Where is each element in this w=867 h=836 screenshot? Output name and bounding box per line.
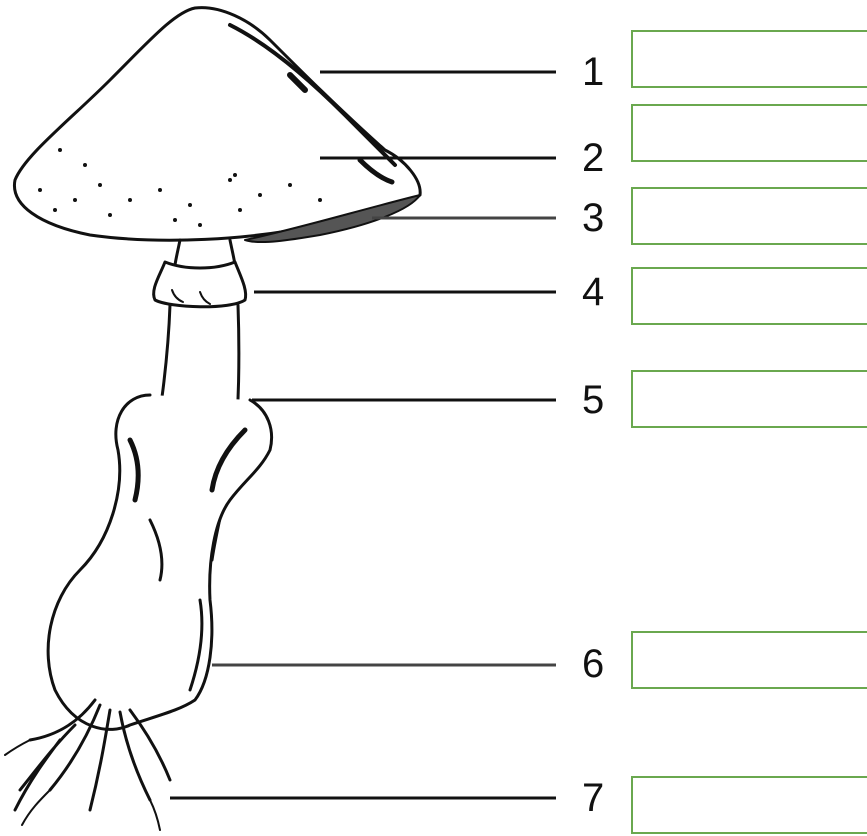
- answer-box-6[interactable]: [631, 631, 867, 689]
- answer-box-4[interactable]: [631, 267, 867, 325]
- label-number-1: 1: [582, 52, 604, 92]
- mushroom-illustration: [5, 8, 420, 830]
- answer-box-5[interactable]: [631, 370, 867, 428]
- label-number-3: 3: [582, 198, 604, 238]
- label-number-5: 5: [582, 380, 604, 420]
- cap-shape: [14, 8, 420, 241]
- answer-box-7[interactable]: [631, 776, 867, 834]
- stem-upper: [175, 240, 235, 265]
- label-number-6: 6: [582, 644, 604, 684]
- answer-box-1[interactable]: [631, 30, 867, 88]
- label-number-4: 4: [582, 272, 604, 312]
- answer-box-3[interactable]: [631, 187, 867, 245]
- label-number-2: 2: [582, 138, 604, 178]
- label-number-7: 7: [582, 778, 604, 818]
- ring-shape: [154, 262, 246, 307]
- answer-box-2[interactable]: [631, 104, 867, 162]
- volva-shape: [48, 395, 271, 729]
